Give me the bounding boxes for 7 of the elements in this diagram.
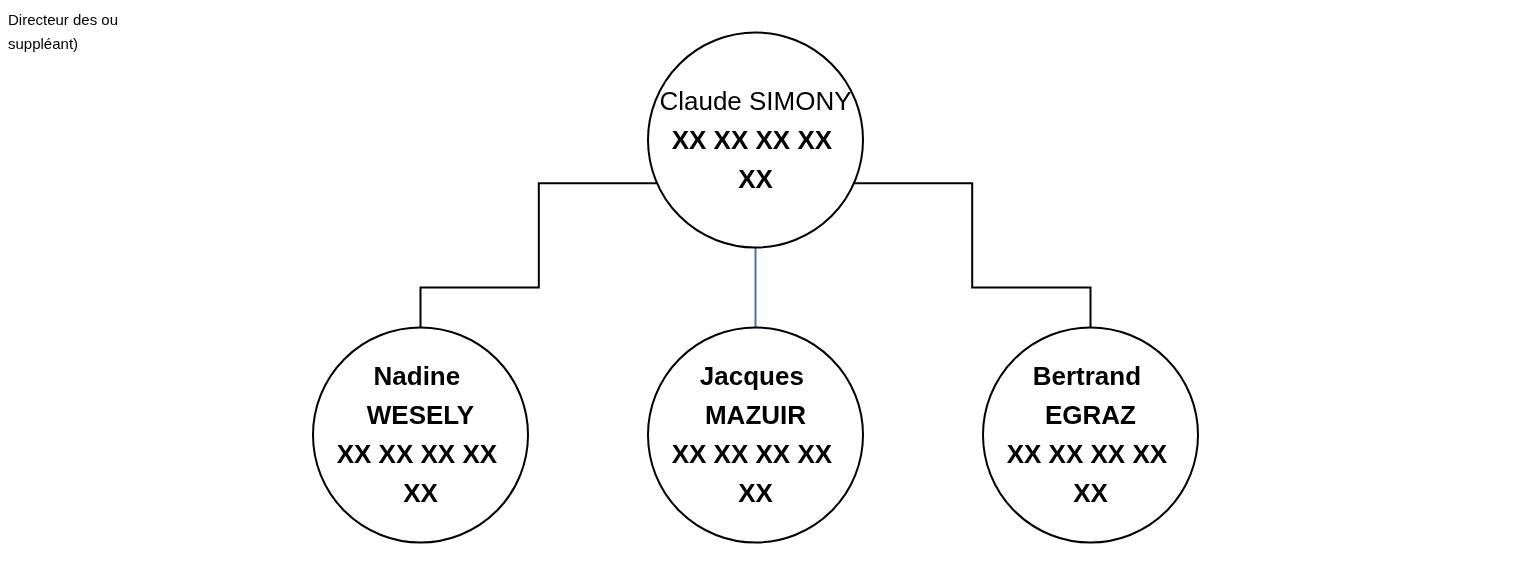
node-circle: Claude SIMONY XX XX XX XX XX (646, 31, 864, 249)
node-circle: Jacques MAZUIR XX XX XX XX XX (646, 326, 864, 544)
connector (419, 182, 658, 329)
connector (754, 246, 756, 329)
note-text: Directeur des ou suppléant) (8, 10, 120, 54)
node-circle: Nadine WESELY XX XX XX XX XX (311, 326, 529, 544)
node-circle: Bertrand EGRAZ XX XX XX XX XX (981, 326, 1199, 544)
